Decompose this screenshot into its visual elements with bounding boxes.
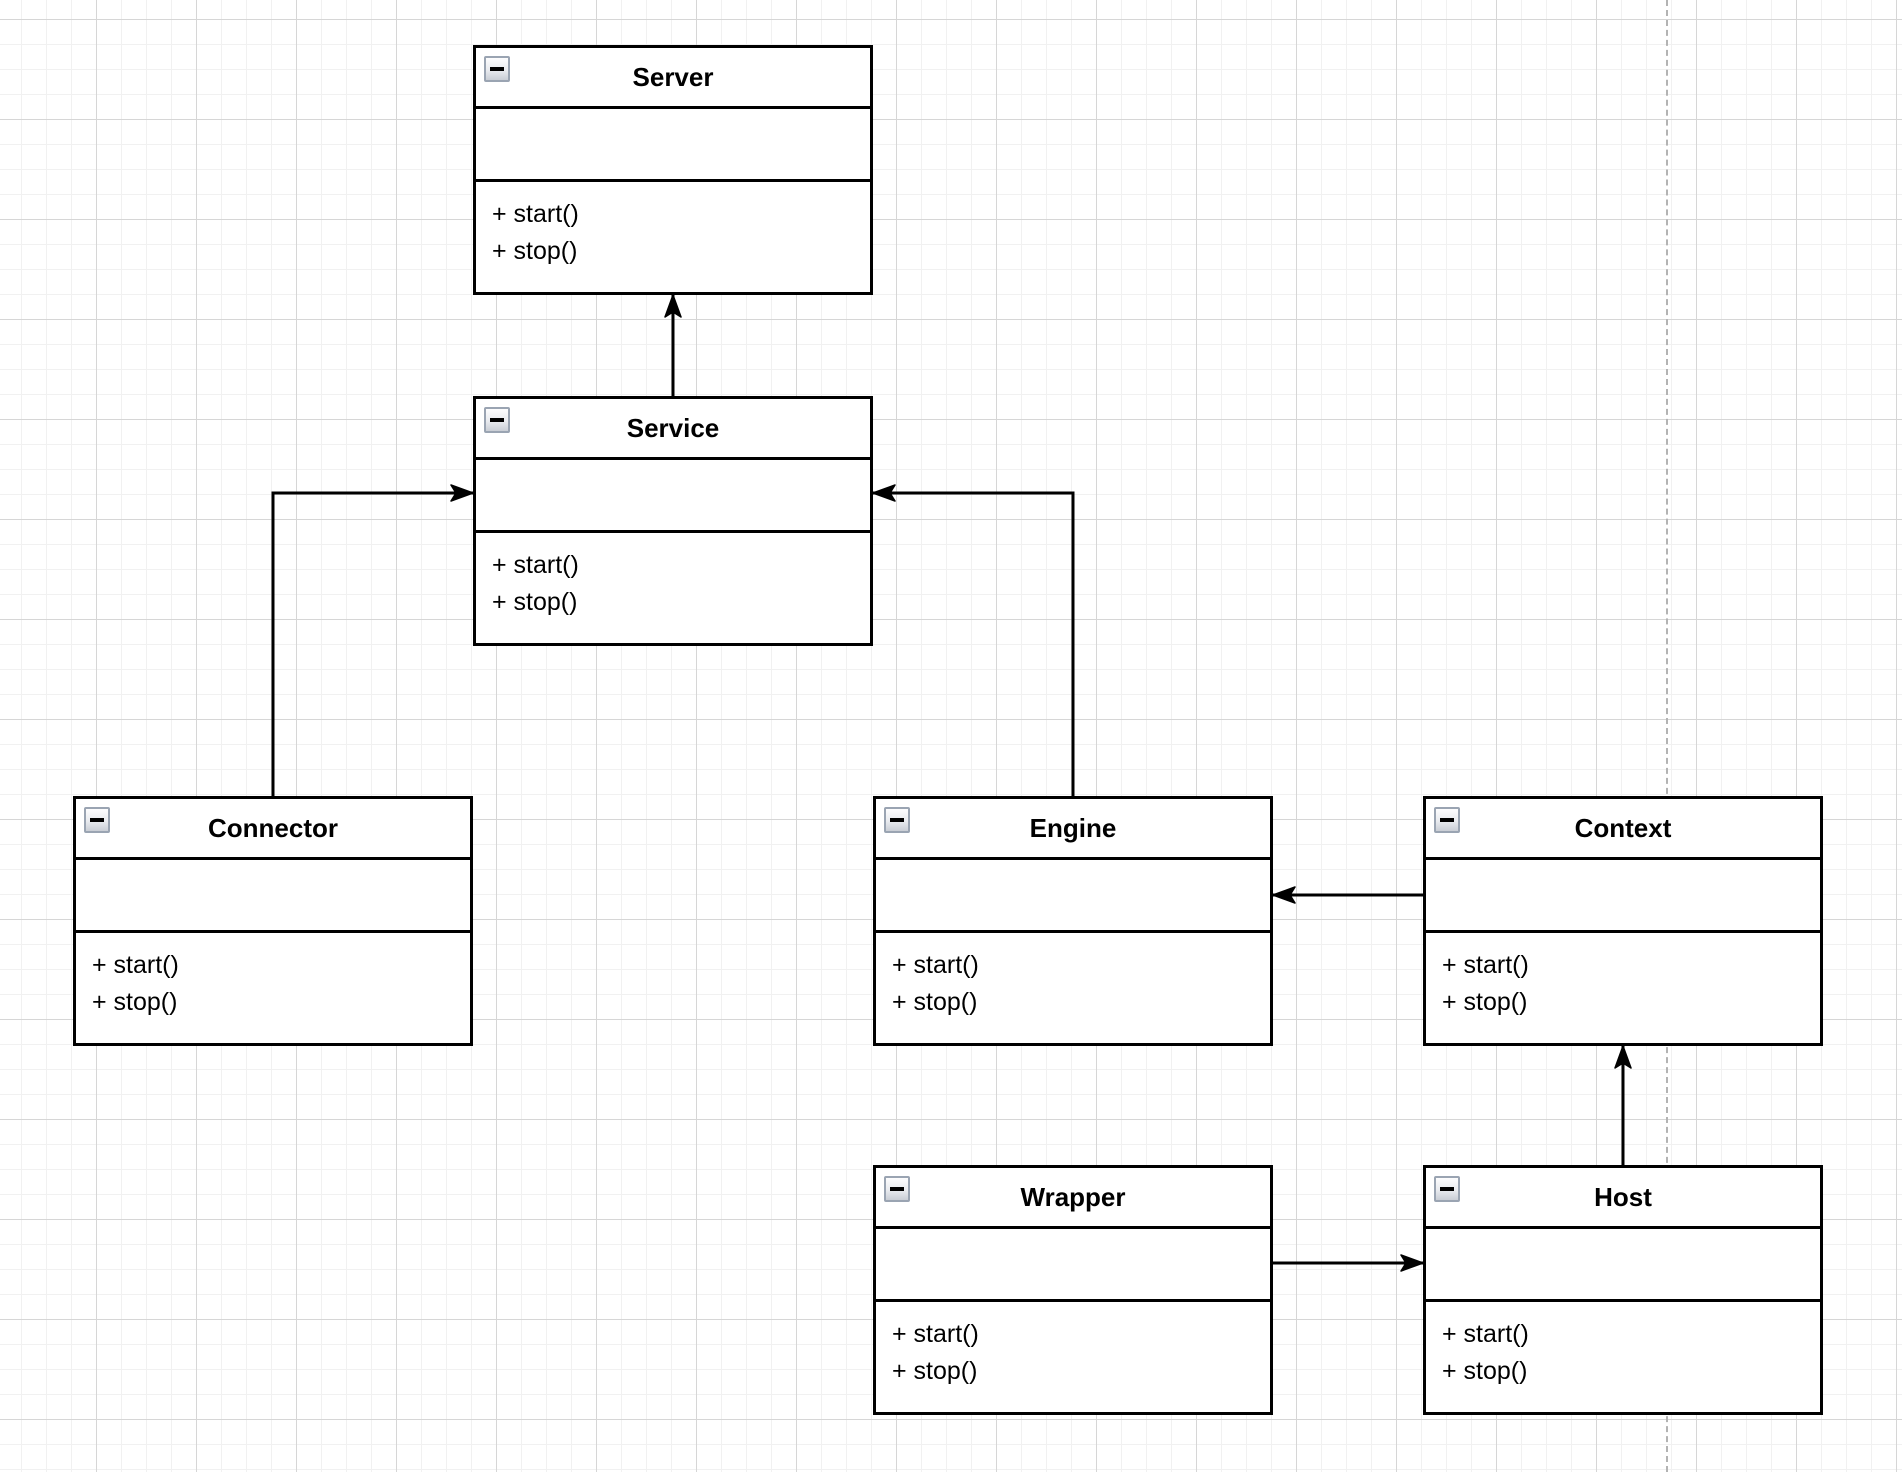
- class-title: Wrapper: [1020, 1182, 1126, 1212]
- class-attributes-section: [476, 460, 870, 533]
- class-title-row: Service: [476, 399, 870, 460]
- class-box-host[interactable]: Host + start() + stop(): [1423, 1165, 1823, 1415]
- class-methods-section: + start() + stop(): [1426, 933, 1820, 1037]
- method-item: + start(): [892, 1320, 979, 1348]
- class-title-row: Connector: [76, 799, 470, 860]
- method-item: + stop(): [892, 988, 978, 1016]
- page-boundary-line: [1666, 0, 1668, 1472]
- minus-icon: [1440, 1187, 1454, 1191]
- class-title: Engine: [1029, 813, 1117, 843]
- collapse-toggle-button[interactable]: [884, 807, 910, 833]
- relation-connector-to-service[interactable]: [271, 484, 474, 796]
- method-item: + stop(): [1442, 1357, 1528, 1385]
- minus-icon: [90, 818, 104, 822]
- method-item: + start(): [892, 951, 979, 979]
- class-attributes-section: [476, 109, 870, 182]
- class-title-row: Host: [1426, 1168, 1820, 1229]
- class-methods-section: + start() + stop(): [876, 1302, 1270, 1406]
- class-attributes-section: [1426, 860, 1820, 933]
- class-title-row: Server: [476, 48, 870, 109]
- class-box-context[interactable]: Context + start() + stop(): [1423, 796, 1823, 1046]
- class-box-connector[interactable]: Connector + start() + stop(): [73, 796, 473, 1046]
- method-item: + start(): [1442, 951, 1529, 979]
- relation-engine-to-service[interactable]: [872, 484, 1075, 796]
- class-box-service[interactable]: Service + start() + stop(): [473, 396, 873, 646]
- minus-icon: [890, 818, 904, 822]
- method-item: + stop(): [492, 588, 578, 616]
- collapse-toggle-button[interactable]: [484, 56, 510, 82]
- class-attributes-section: [876, 860, 1270, 933]
- class-title-row: Context: [1426, 799, 1820, 860]
- method-item: + stop(): [492, 237, 578, 265]
- class-attributes-section: [1426, 1229, 1820, 1302]
- minus-icon: [1440, 818, 1454, 822]
- method-item: + start(): [492, 200, 579, 228]
- class-attributes-section: [76, 860, 470, 933]
- class-title: Service: [626, 413, 720, 443]
- class-methods-section: + start() + stop(): [76, 933, 470, 1037]
- collapse-toggle-button[interactable]: [484, 407, 510, 433]
- minus-icon: [490, 67, 504, 71]
- class-methods-section: + start() + stop(): [1426, 1302, 1820, 1406]
- class-methods-section: + start() + stop(): [476, 533, 870, 637]
- method-item: + stop(): [892, 1357, 978, 1385]
- class-title: Server: [632, 62, 714, 92]
- method-item: + start(): [1442, 1320, 1529, 1348]
- class-box-server[interactable]: Server + start() + stop(): [473, 45, 873, 295]
- method-item: + stop(): [1442, 988, 1528, 1016]
- class-title: Host: [1594, 1182, 1652, 1212]
- minus-icon: [490, 418, 504, 422]
- class-box-engine[interactable]: Engine + start() + stop(): [873, 796, 1273, 1046]
- class-title: Context: [1574, 813, 1672, 843]
- class-methods-section: + start() + stop(): [876, 933, 1270, 1037]
- collapse-toggle-button[interactable]: [84, 807, 110, 833]
- method-item: + start(): [492, 551, 579, 579]
- minus-icon: [890, 1187, 904, 1191]
- method-item: + start(): [92, 951, 179, 979]
- collapse-toggle-button[interactable]: [1434, 807, 1460, 833]
- collapse-toggle-button[interactable]: [1434, 1176, 1460, 1202]
- class-methods-section: + start() + stop(): [476, 182, 870, 286]
- method-item: + stop(): [92, 988, 178, 1016]
- class-title: Connector: [208, 813, 338, 843]
- class-title-row: Engine: [876, 799, 1270, 860]
- class-box-wrapper[interactable]: Wrapper + start() + stop(): [873, 1165, 1273, 1415]
- class-attributes-section: [876, 1229, 1270, 1302]
- class-title-row: Wrapper: [876, 1168, 1270, 1229]
- collapse-toggle-button[interactable]: [884, 1176, 910, 1202]
